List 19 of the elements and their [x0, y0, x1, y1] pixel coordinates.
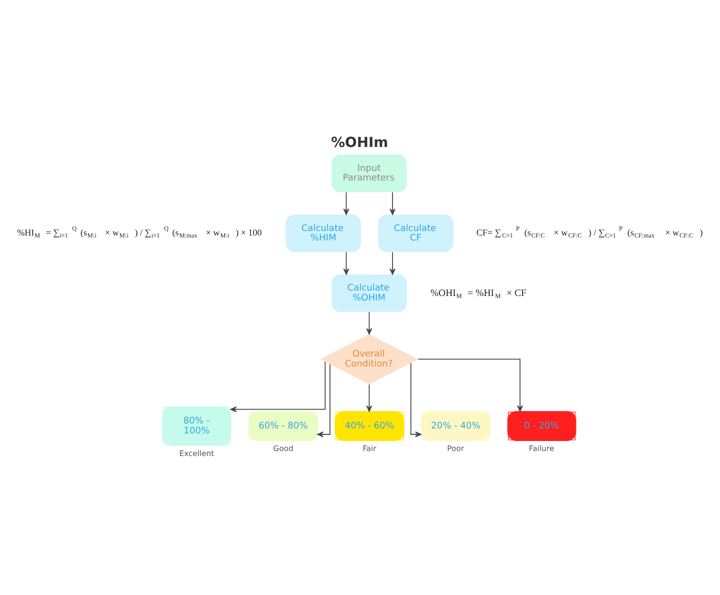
node-box: Input Parameters — [332, 154, 407, 192]
arrow — [343, 191, 350, 214]
arrow — [343, 251, 350, 274]
node-label: %OHI$_{M}$ = %HI$_{M}$ × CF — [430, 288, 526, 300]
arrow — [317, 363, 330, 437]
arrow — [410, 362, 422, 437]
node-box: Calculate CF — [378, 214, 454, 252]
node-diamond: Overall Condition? — [320, 334, 418, 384]
arrow — [230, 360, 326, 412]
arrow — [390, 191, 396, 214]
node-label: %HI$_{M}$ = ∑$_{i=1}$$^{Q}$(s$_{M:i}$ × w$_{M:i}$) / ∑$_{i=1}$$^{Q}$(s$_{M:max}$ × w$_{M:i}$) × 100 — [17, 225, 262, 240]
arrow — [418, 358, 523, 412]
diagram-title: %OHIm — [331, 134, 388, 151]
node-label: CF= ∑$_{C=1}$$^{P}$(s$_{CF:C}$ × w$_{CF:C}$) / ∑$_{C=1}$$^{P}$(s$_{CF:max}$ × w$_{CF:C}$) — [476, 225, 703, 240]
arrow — [366, 311, 372, 334]
arrow — [366, 384, 372, 412]
node-box: Calculate %OHIM — [332, 274, 407, 312]
node-box: Calculate %HIM — [286, 214, 361, 252]
arrow — [390, 251, 396, 274]
